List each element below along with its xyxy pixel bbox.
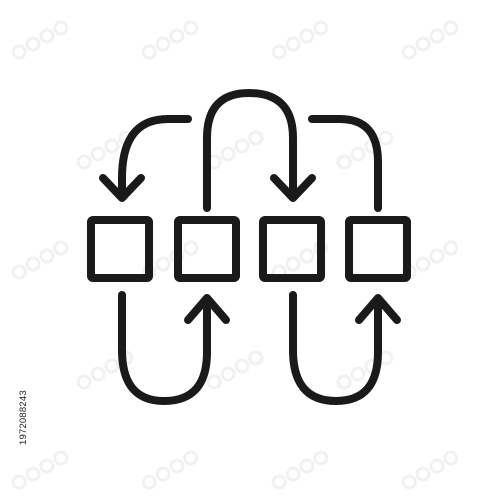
arrow-top-left xyxy=(118,115,192,200)
arrow-bottom-left xyxy=(118,291,211,405)
arrowhead-top-center xyxy=(270,174,316,202)
arrowhead-bottom-right xyxy=(355,294,401,324)
stock-id-label: 1972088243 xyxy=(18,390,29,445)
step-box-4 xyxy=(345,216,411,282)
line-top-right xyxy=(308,115,382,212)
arrow-top-center xyxy=(203,89,297,212)
arrowhead-top-left xyxy=(99,174,145,202)
step-box-2 xyxy=(174,216,240,282)
step-box-1 xyxy=(87,216,153,282)
arrowhead-bottom-left xyxy=(184,294,230,324)
step-box-3 xyxy=(259,216,325,282)
arrow-bottom-right xyxy=(289,291,382,405)
